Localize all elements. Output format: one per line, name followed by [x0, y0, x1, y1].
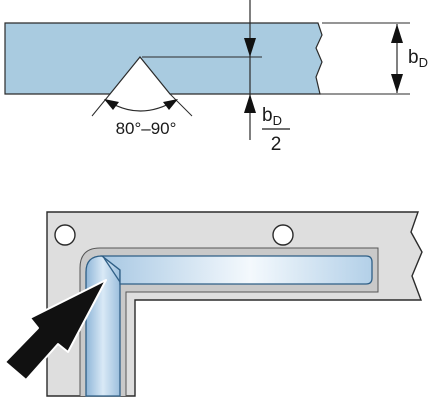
- seal-strip-vertical: [85, 255, 121, 397]
- seal-strip: [85, 255, 373, 397]
- angle-arrow-right-icon: [163, 99, 178, 110]
- mounting-hole-left: [54, 224, 76, 246]
- depth-arrow-up-icon: [244, 94, 256, 113]
- depth-label: bD 2: [262, 105, 290, 155]
- strip-cross-section: [4, 22, 323, 95]
- seal-strip-horizontal: [100, 255, 373, 285]
- depth-numerator: bD: [262, 105, 282, 128]
- angle-leg-right: [169, 93, 193, 117]
- angle-arrow-left-icon: [104, 99, 119, 110]
- angle-leg-left: [91, 93, 111, 117]
- depth-arrow-down-icon: [244, 38, 256, 57]
- mounting-hole-right: [272, 224, 294, 246]
- thickness-label: bD: [408, 47, 428, 70]
- groove-outline: [79, 247, 379, 396]
- pointer-arrow-icon: [4, 279, 107, 381]
- thickness-arrow-up-icon: [391, 24, 403, 43]
- miter-cut-line: [103, 257, 121, 283]
- thickness-arrow-down-icon: [391, 74, 403, 93]
- depth-denominator: 2: [271, 134, 282, 155]
- angle-label: 80°–90°: [116, 119, 177, 138]
- strip-body: [4, 22, 323, 95]
